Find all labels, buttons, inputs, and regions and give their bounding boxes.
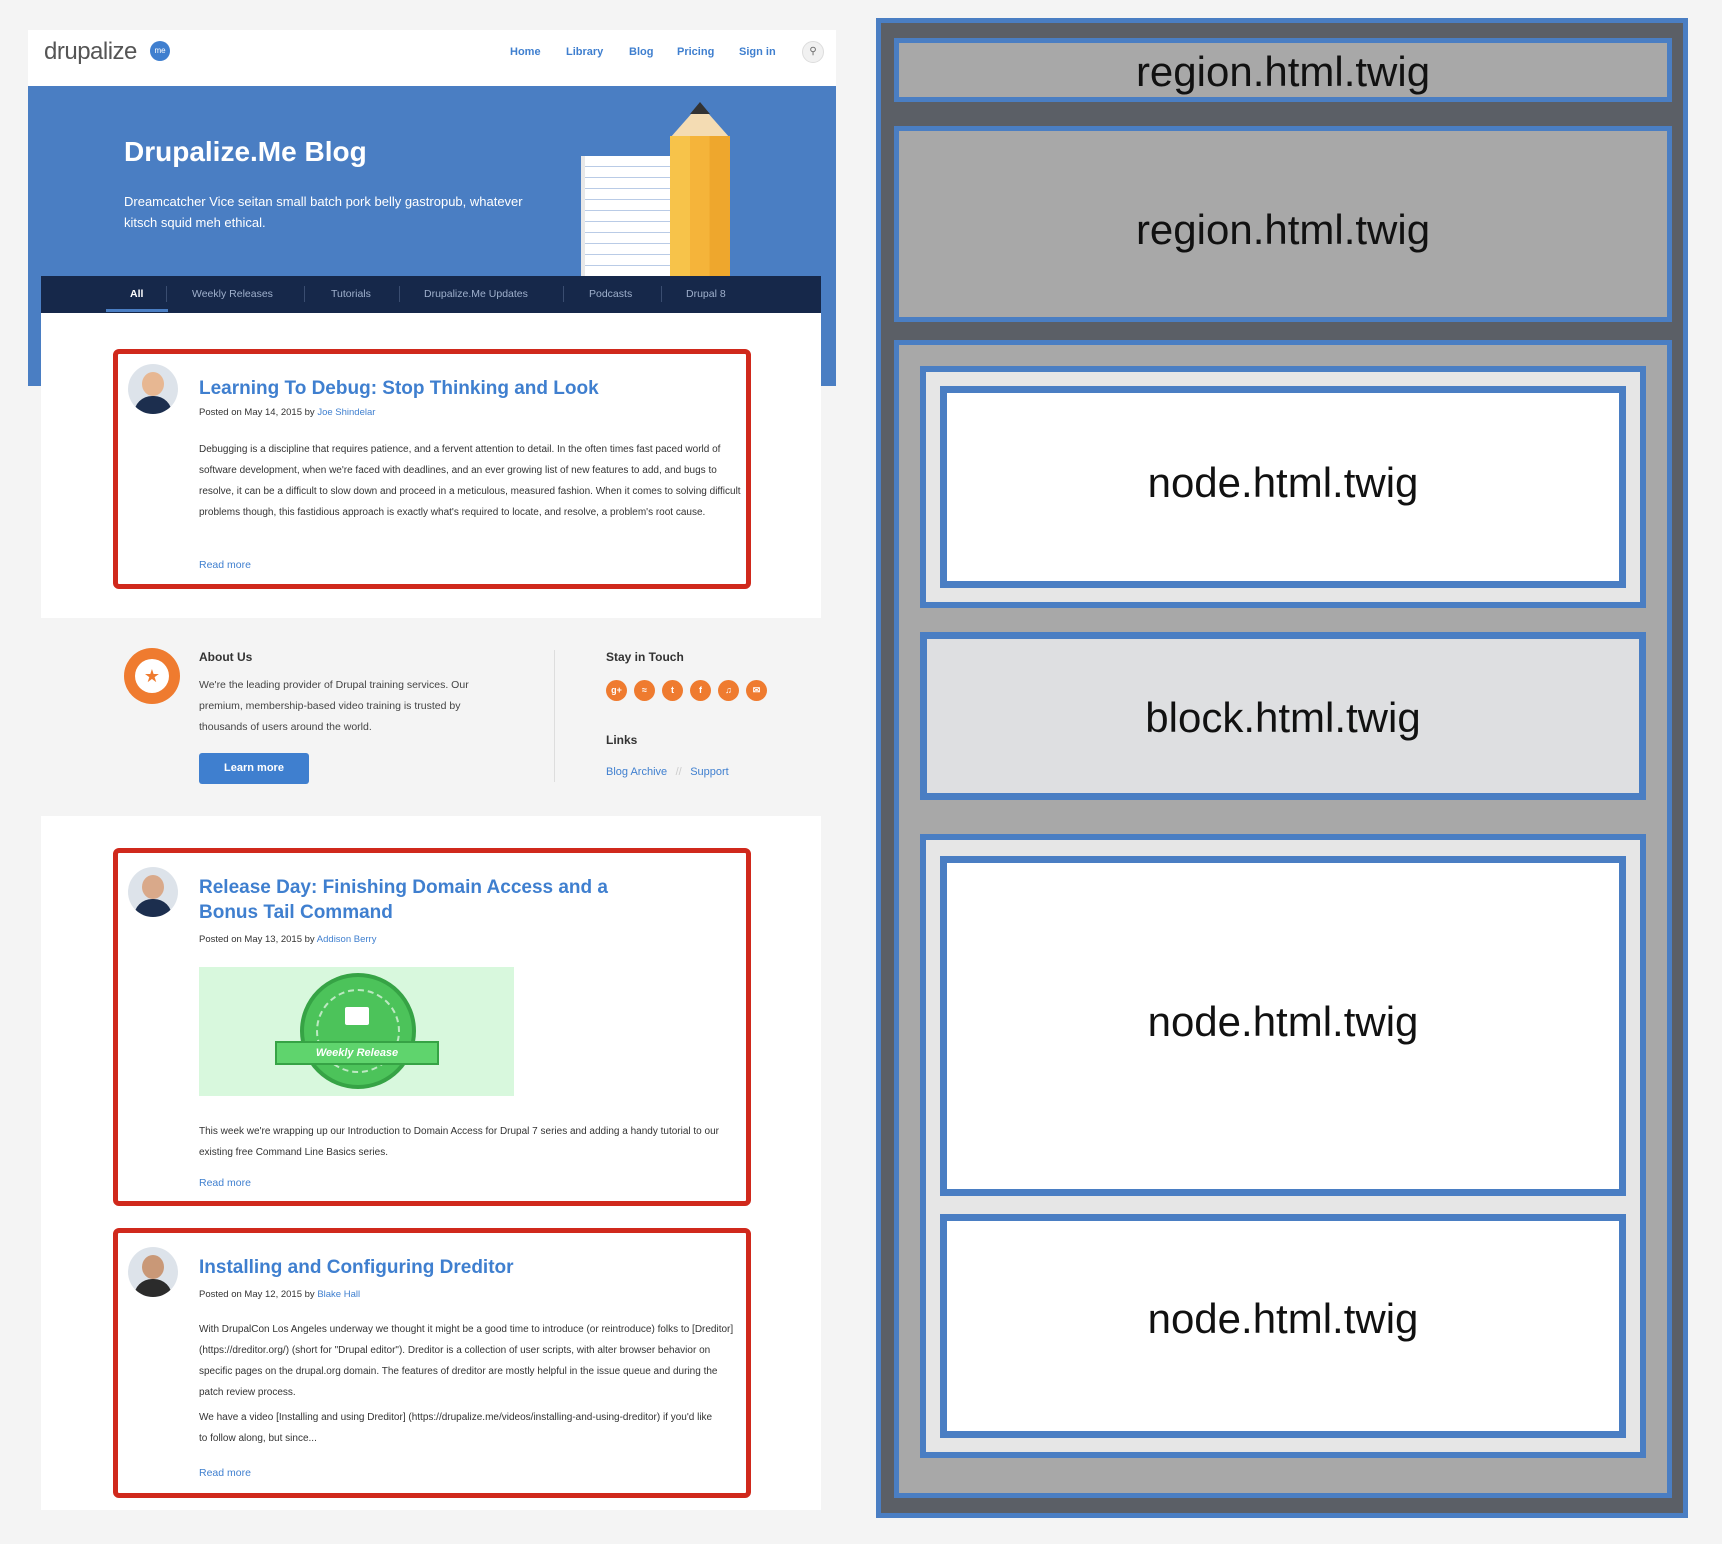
post-excerpt: This week we're wrapping up our Introduc… (199, 1126, 719, 1158)
region-template-hero: region.html.twig (894, 126, 1672, 322)
footer-divider (554, 650, 555, 782)
tab-drupalize-me-updates[interactable]: Drupalize.Me Updates (424, 288, 528, 300)
nav-blog[interactable]: Blog (629, 46, 654, 58)
post-excerpt: With DrupalCon Los Angeles underway we t… (199, 1324, 734, 1398)
notebook-illustration (581, 156, 671, 276)
author-link[interactable]: Joe Shindelar (317, 407, 376, 418)
link-separator: // (675, 766, 682, 778)
region-label: region.html.twig (1135, 48, 1431, 95)
badge-inner-ring (316, 989, 400, 1073)
blog-archive-link[interactable]: Blog Archive (606, 766, 668, 778)
active-tab-indicator (106, 309, 168, 312)
avatar (128, 1247, 178, 1297)
block-template: block.html.twig (920, 632, 1646, 800)
site-header: drupalize me Home Library Blog Pricing S… (28, 30, 836, 86)
region-label: region.html.twig (1135, 206, 1431, 253)
post-title[interactable]: Learning To Debug: Stop Thinking and Loo… (199, 378, 599, 399)
facebook-icon[interactable]: f (690, 680, 711, 701)
post-title[interactable]: Installing and Configuring Dreditor (199, 1257, 514, 1278)
nav-pricing[interactable]: Pricing (677, 46, 715, 58)
post-highlight: Release Day: Finishing Domain Access and… (113, 848, 751, 1206)
nav-sign-in[interactable]: Sign in (739, 46, 776, 58)
star-icon: ★ (124, 648, 180, 704)
post-title[interactable]: Release Day: Finishing Domain Access and… (199, 877, 608, 923)
rss-icon[interactable]: ≈ (634, 680, 655, 701)
stay-in-touch-title: Stay in Touch (606, 650, 684, 664)
node-label: node.html.twig (1147, 998, 1419, 1045)
post-highlight: Learning To Debug: Stop Thinking and Loo… (113, 349, 751, 589)
post-excerpt-continued: We have a video [Installing and using Dr… (199, 1412, 713, 1444)
badge-ribbon: Weekly Release (275, 1041, 439, 1065)
tab-podcasts[interactable]: Podcasts (589, 288, 633, 300)
region-template-top: region.html.twig (894, 38, 1672, 102)
node-template: node.html.twig (940, 1214, 1626, 1438)
tab-drupal-8[interactable]: Drupal 8 (686, 288, 726, 300)
tab-tutorials[interactable]: Tutorials (331, 288, 371, 300)
nav-library[interactable]: Library (566, 46, 604, 58)
film-icon (345, 1007, 369, 1025)
post-meta: Posted on May 14, 2015 by Joe Shindelar (199, 407, 376, 418)
post-excerpt: Debugging is a discipline that requires … (199, 444, 741, 518)
podcast-icon[interactable]: ♫ (718, 680, 739, 701)
avatar (128, 867, 178, 917)
content-card (41, 816, 821, 1510)
footer-links: Blog Archive // Support (606, 762, 729, 780)
tab-all[interactable]: All (130, 288, 144, 300)
node-template: node.html.twig (940, 386, 1626, 588)
about-text: We're the leading provider of Drupal tra… (199, 679, 469, 733)
about-title: About Us (199, 650, 253, 664)
node-template: node.html.twig (940, 856, 1626, 1196)
links-title: Links (606, 733, 638, 747)
twitter-icon[interactable]: t (662, 680, 683, 701)
pencil-lead (690, 102, 710, 114)
logo[interactable]: drupalize (44, 38, 137, 65)
page-title: Drupalize.Me Blog (124, 136, 367, 167)
learn-more-button[interactable]: Learn more (199, 753, 309, 784)
hero-subtitle: Dreamcatcher Vice seitan small batch por… (124, 194, 523, 230)
support-link[interactable]: Support (690, 766, 729, 778)
read-more-link[interactable]: Read more (199, 1467, 251, 1479)
read-more-link[interactable]: Read more (199, 559, 251, 571)
node-label: node.html.twig (1147, 1295, 1419, 1342)
node-label: node.html.twig (1147, 459, 1419, 506)
tab-weekly-releases[interactable]: Weekly Releases (192, 288, 273, 300)
post-highlight: Installing and Configuring Dreditor Post… (113, 1228, 751, 1498)
nav-home[interactable]: Home (510, 46, 541, 58)
pencil-illustration (670, 136, 730, 276)
post-meta: Posted on May 12, 2015 by Blake Hall (199, 1289, 361, 1300)
weekly-release-image: Weekly Release (199, 967, 514, 1096)
author-link[interactable]: Addison Berry (316, 934, 377, 945)
author-link[interactable]: Blake Hall (317, 1289, 361, 1300)
logo-badge: me (150, 41, 170, 61)
post-meta: Posted on May 13, 2015 by Addison Berry (199, 934, 377, 945)
category-tabs: All Weekly Releases Tutorials Drupalize.… (41, 276, 821, 313)
avatar (128, 364, 178, 414)
content-card (41, 313, 821, 618)
search-icon[interactable]: ⚲ (802, 41, 824, 63)
google-plus-icon[interactable]: g+ (606, 680, 627, 701)
block-label: block.html.twig (1145, 694, 1421, 741)
email-icon[interactable]: ✉ (746, 680, 767, 701)
read-more-link[interactable]: Read more (199, 1177, 251, 1189)
